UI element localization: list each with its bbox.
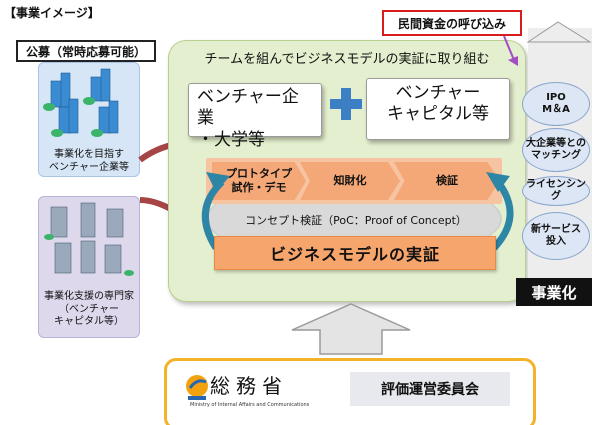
venture-university-box: ベンチャー企業 ・大学等	[188, 83, 322, 150]
expert-caption: 事業化支援の専門家 （ベンチャー キャピタル等）	[44, 291, 134, 327]
support-up-arrow	[291, 303, 411, 355]
page-heading: 【事業イメージ】	[4, 6, 100, 20]
funding-arrow	[503, 35, 518, 66]
outcome-licensing: ライセンシング	[522, 176, 590, 206]
private-funding-label: 民間資金の呼び込み	[382, 10, 522, 36]
commercialization-label: 事業化	[516, 278, 592, 306]
venture-caption: 事業化を目指す ベンチャー企業等	[49, 149, 129, 173]
open-call-label: 公募（常時応募可能）	[16, 40, 156, 62]
step-prototype: プロトタイプ 試作・デモ	[212, 162, 306, 200]
venture-capital-box: ベンチャー キャピタル等	[366, 78, 510, 140]
step-ip: 知財化	[300, 162, 400, 200]
right-cycle-arrow	[491, 179, 514, 251]
ministry-name: 総務省	[210, 374, 288, 398]
outcome-matching: 大企業等との マッチング	[522, 128, 590, 172]
outcome-ipo: IPO M＆A	[522, 82, 590, 126]
step-verification: 検証	[394, 162, 500, 200]
evaluation-committee: 評価運営委員会	[350, 372, 510, 406]
team-panel-title: チームを組んでビジネスモデルの実証に取り組む	[204, 52, 490, 67]
plus-icon	[328, 86, 364, 122]
venture-companies-panel: 事業化を目指す ベンチャー企業等	[38, 62, 140, 177]
concept-verification-label: コンセプト検証（PoC：Proof of Concept）	[245, 214, 467, 227]
expert-panel: 事業化支援の専門家 （ベンチャー キャピタル等）	[38, 196, 140, 338]
right-cycle-arrowhead	[486, 172, 510, 192]
business-model-box: ビジネスモデルの実証	[214, 236, 496, 270]
outcome-new-service: 新サービス 投入	[522, 212, 590, 260]
left-cycle-arrowhead	[206, 172, 230, 192]
expert-building-icon	[44, 202, 134, 276]
venture-building-icon	[43, 68, 119, 137]
cycle-arrows	[201, 172, 514, 251]
outcomes-arrow-tip	[526, 21, 592, 43]
ministry-logo-icon	[186, 375, 208, 400]
ministry-english-name: Ministry of Internal Affairs and Communi…	[190, 402, 310, 408]
